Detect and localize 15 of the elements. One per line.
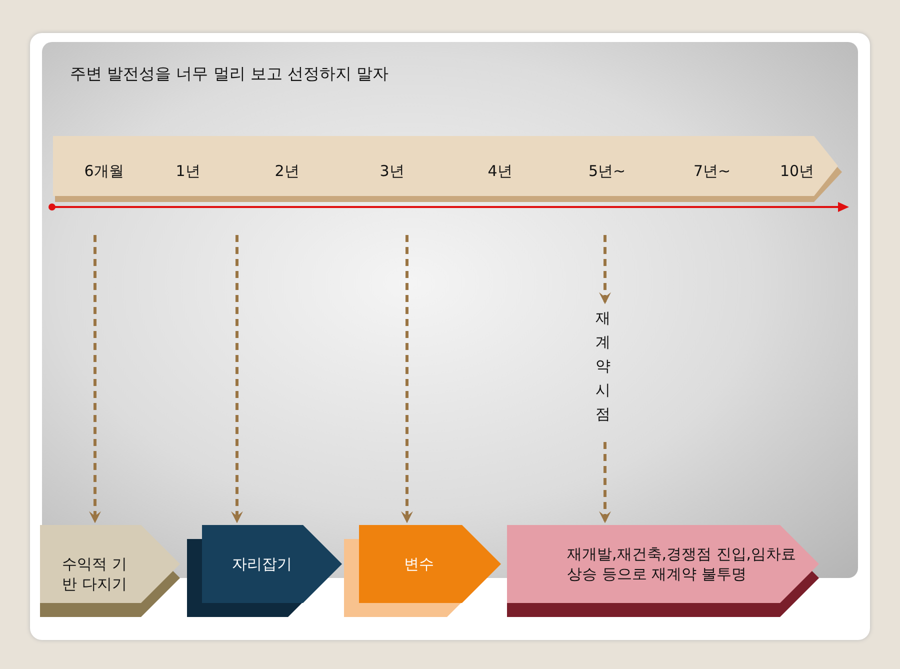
dashed-arrow (599, 235, 611, 304)
time-label: 4년 (470, 162, 530, 181)
dashed-arrow (89, 235, 101, 524)
dashed-arrow (599, 442, 611, 524)
time-label: 2년 (257, 162, 317, 181)
time-label: 6개월 (74, 162, 134, 181)
dashed-arrow (231, 235, 243, 524)
vertical-note: 재계약시점 (594, 306, 612, 426)
time-label: 10년 (767, 162, 827, 181)
time-label: 7년~ (682, 162, 742, 181)
time-label: 3년 (362, 162, 422, 181)
time-label: 5년~ (577, 162, 637, 181)
dashed-arrow (401, 235, 413, 524)
time-label: 1년 (158, 162, 218, 181)
slide-title: 주변 발전성을 너무 멀리 보고 선정하지 말자 (70, 64, 389, 85)
